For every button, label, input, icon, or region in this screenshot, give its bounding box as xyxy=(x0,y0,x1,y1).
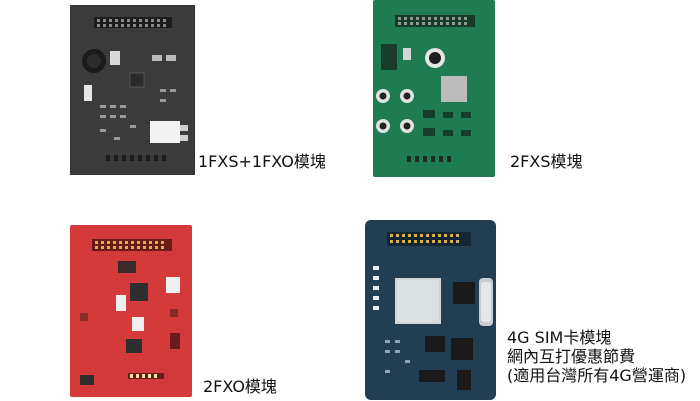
caption-line-3: (適用台灣所有4G營運商) xyxy=(507,366,687,385)
caption-line-1: 4G SIM卡模塊 xyxy=(507,328,612,347)
4g-sim-board-image xyxy=(365,220,496,400)
2fxo-board-image xyxy=(70,225,192,397)
1fxs-1fxo-board-image xyxy=(70,5,195,175)
module-caption: 2FXO模塊 xyxy=(203,377,277,396)
module-caption: 2FXS模塊 xyxy=(510,152,583,171)
caption-line-2: 網內互打優惠節費 xyxy=(507,347,636,366)
module-caption: 1FXS+1FXO模塊 xyxy=(198,152,326,171)
module-caption: 4G SIM卡模塊 網內互打優惠節費 (適用台灣所有4G營運商) xyxy=(507,328,686,385)
2fxs-board-image xyxy=(373,0,495,177)
